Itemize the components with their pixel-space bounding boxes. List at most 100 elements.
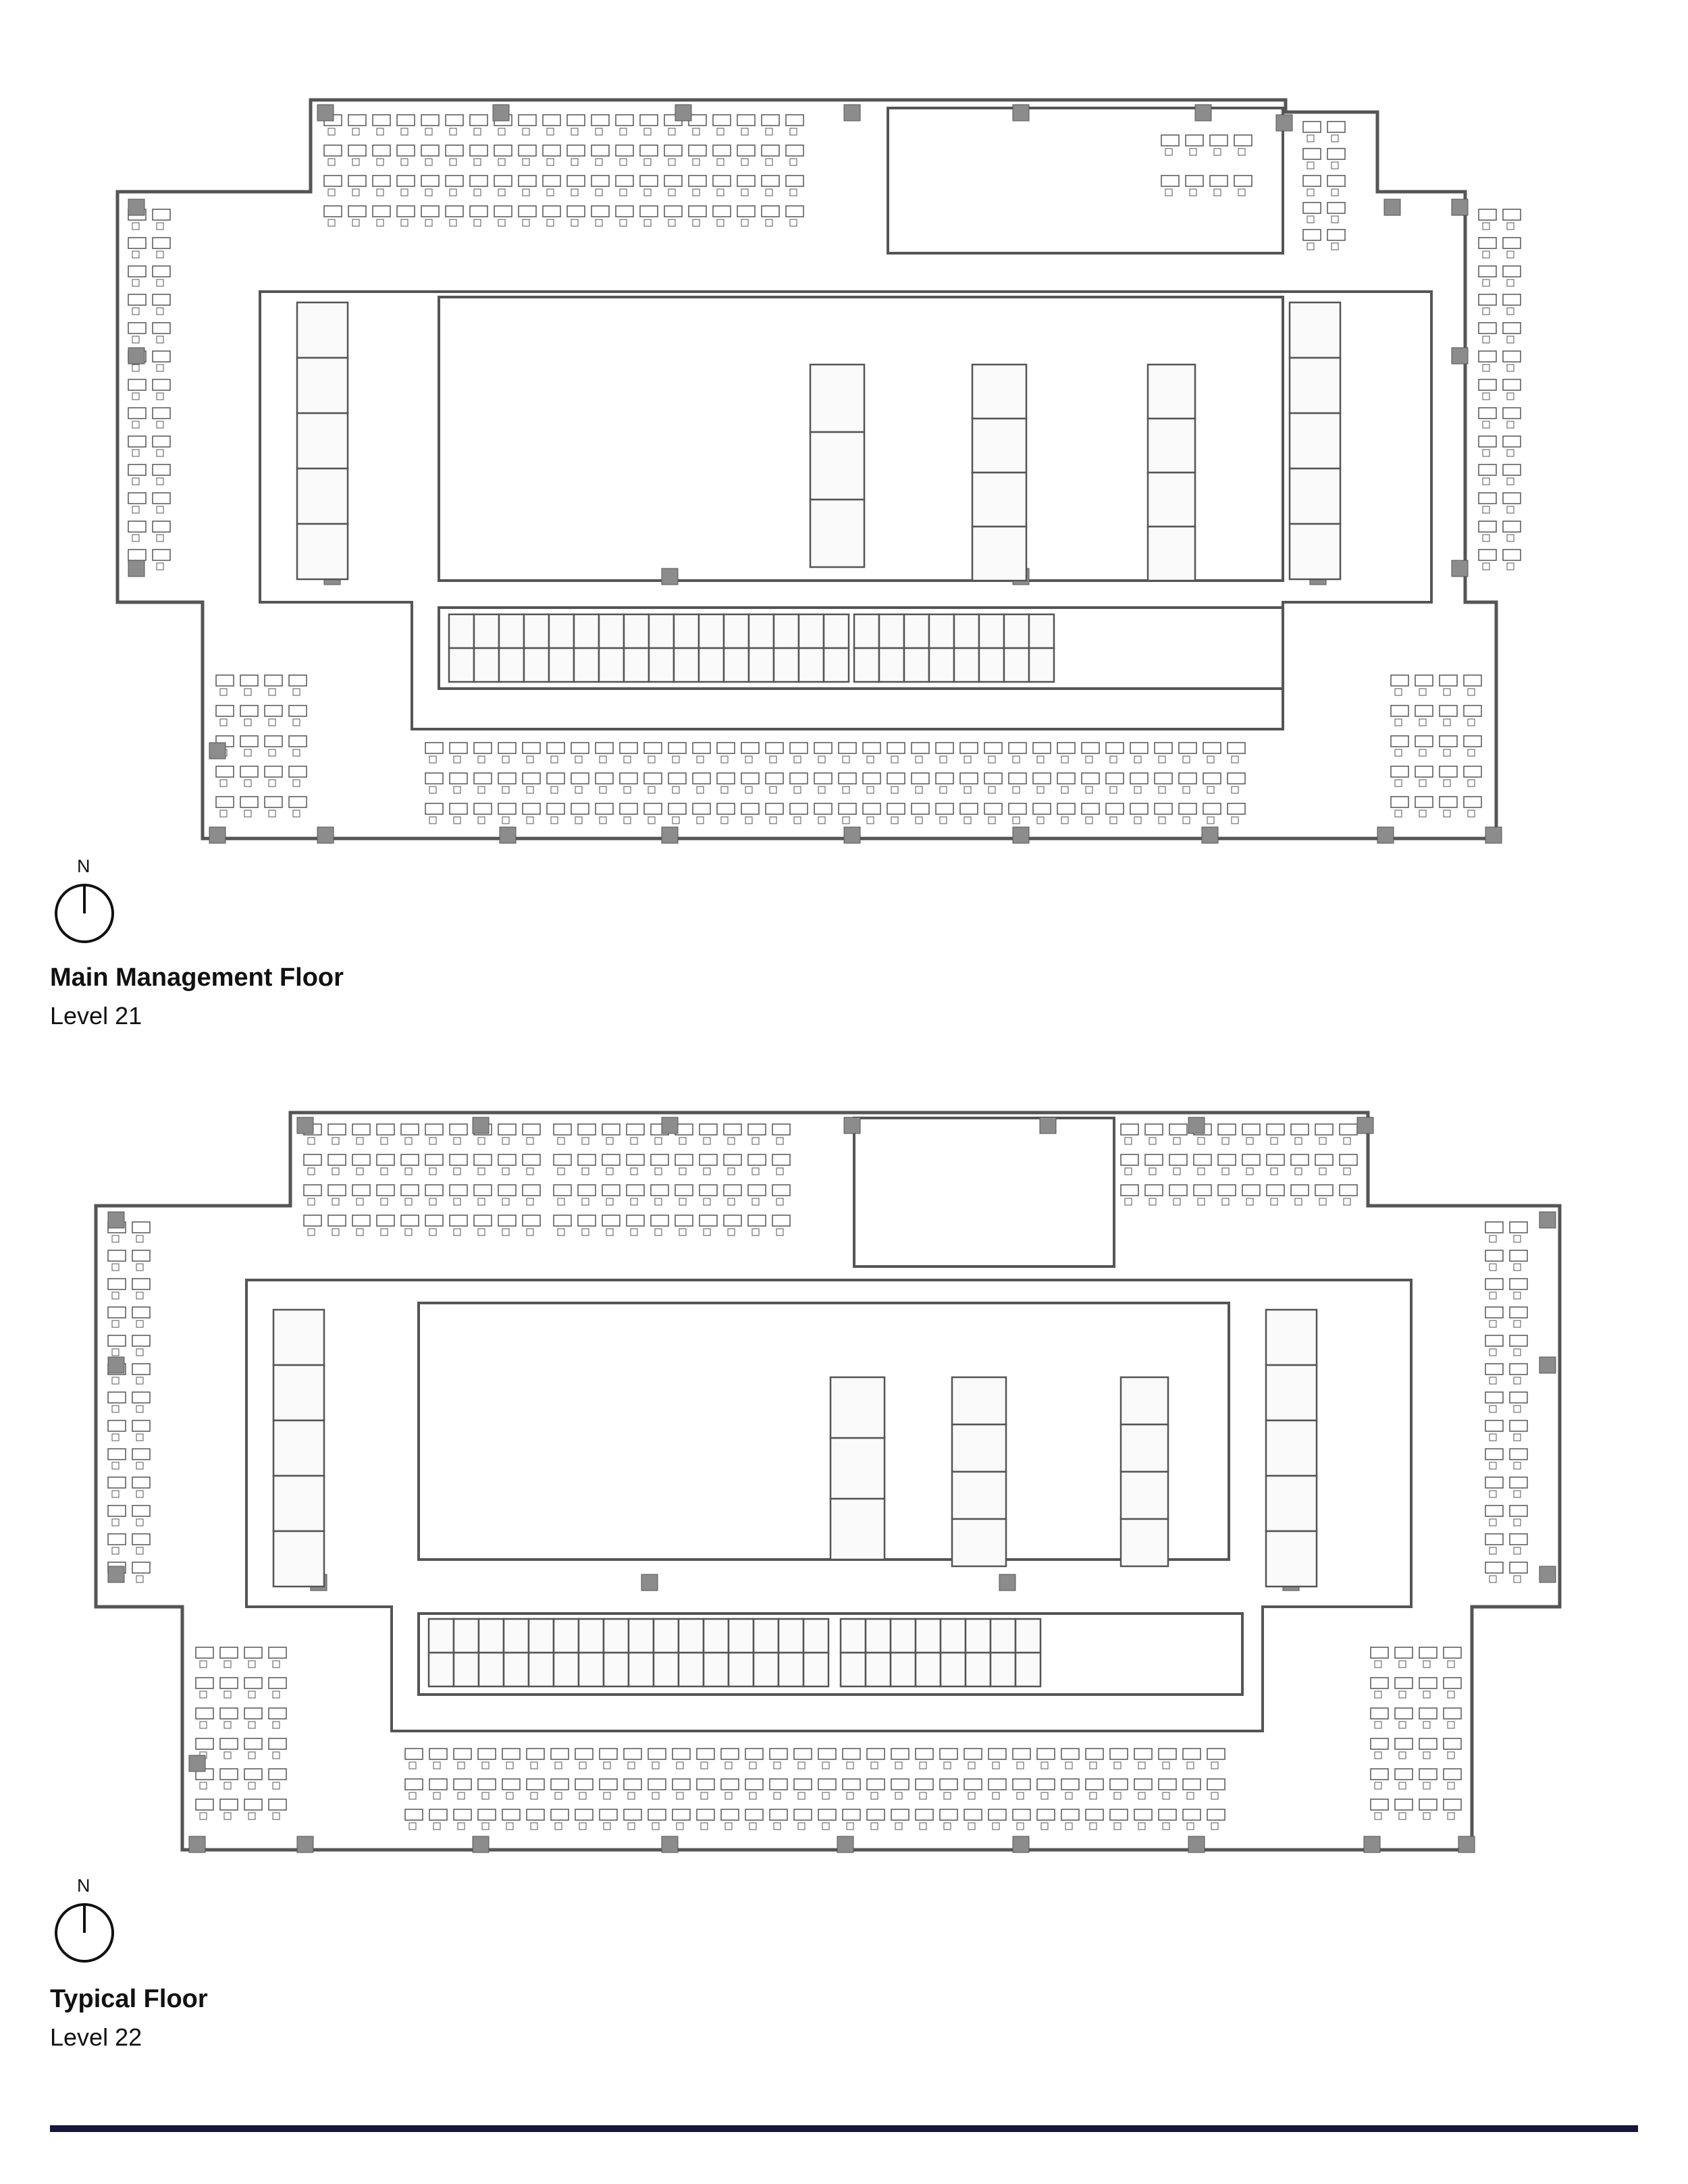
chair	[716, 128, 724, 136]
chair	[599, 816, 607, 824]
chair	[457, 1761, 465, 1769]
chair	[156, 250, 164, 259]
chair	[751, 1137, 760, 1145]
desk	[664, 144, 683, 157]
chair	[992, 1822, 1000, 1830]
desk	[1463, 705, 1482, 717]
chair	[579, 1822, 587, 1830]
chair	[380, 1198, 388, 1206]
desk	[1036, 1809, 1055, 1821]
chair	[866, 755, 874, 764]
chair	[1186, 1792, 1194, 1800]
room-cell	[978, 647, 1005, 683]
plan-title-level-21: Main Management Floor	[50, 963, 344, 992]
structural-column	[296, 1117, 314, 1134]
desk	[723, 1123, 742, 1136]
chair	[1016, 1761, 1024, 1769]
chair	[1089, 1792, 1097, 1800]
desk	[1061, 1809, 1080, 1821]
desk	[838, 742, 857, 754]
chair	[457, 1792, 465, 1800]
chair	[1207, 755, 1215, 764]
desk	[1158, 1809, 1177, 1821]
chair	[307, 1198, 315, 1206]
chair	[1489, 1377, 1497, 1385]
desk	[372, 114, 391, 126]
chair	[1213, 148, 1221, 156]
room-cell	[473, 647, 500, 683]
room-cell	[951, 1376, 1007, 1426]
chair	[199, 1721, 207, 1729]
chair	[700, 1792, 708, 1800]
desk	[128, 464, 147, 476]
chair	[156, 364, 164, 372]
desk	[400, 1184, 419, 1196]
chair	[380, 1137, 388, 1145]
room-cell	[697, 647, 725, 683]
desk	[400, 1154, 419, 1166]
chair	[842, 755, 850, 764]
room-cell	[777, 1651, 805, 1688]
chair	[1294, 1198, 1302, 1206]
desk	[498, 1123, 517, 1136]
chair	[292, 779, 300, 787]
desk	[348, 114, 367, 126]
chair	[219, 779, 228, 787]
desk	[672, 1748, 691, 1760]
desk	[1109, 1809, 1128, 1821]
desk	[1315, 1154, 1334, 1166]
floor-plan-level-21	[0, 0, 1688, 851]
chair	[1134, 816, 1142, 824]
desk	[1032, 772, 1051, 784]
desk	[1242, 1123, 1261, 1136]
room-cell	[839, 1618, 867, 1654]
desk	[1439, 766, 1458, 778]
chair	[1423, 1812, 1431, 1820]
desk	[352, 1154, 371, 1166]
chair	[579, 1792, 587, 1800]
desk	[396, 114, 415, 126]
desk	[1463, 796, 1482, 808]
desk	[626, 1123, 645, 1136]
chair	[498, 188, 506, 196]
desk	[741, 742, 760, 754]
desk	[1502, 407, 1521, 419]
room-cell	[809, 363, 866, 433]
desk	[1032, 803, 1051, 815]
desk	[1478, 492, 1497, 504]
room-cell	[752, 1618, 780, 1654]
chair	[579, 1761, 587, 1769]
chair	[818, 816, 826, 824]
chair	[789, 128, 797, 136]
desk	[303, 1215, 322, 1227]
desk	[745, 1748, 764, 1760]
chair	[1513, 1405, 1521, 1413]
chair	[1489, 1490, 1497, 1498]
desk	[268, 1647, 287, 1659]
chair	[1294, 1167, 1302, 1175]
desk	[785, 114, 804, 126]
desk	[303, 1184, 322, 1196]
chair	[272, 1690, 280, 1699]
chair	[248, 1690, 256, 1699]
desk	[664, 205, 683, 217]
desk	[1154, 742, 1173, 754]
chair	[457, 1822, 465, 1830]
chair	[745, 786, 753, 794]
chair	[692, 219, 700, 227]
desk	[323, 175, 342, 187]
chair	[502, 786, 510, 794]
desk	[1509, 1505, 1528, 1517]
desk	[1178, 803, 1197, 815]
desk	[1485, 1250, 1504, 1262]
chair	[571, 219, 579, 227]
desk	[785, 175, 804, 187]
building-core	[438, 296, 1284, 582]
desk	[793, 1809, 812, 1821]
chair	[1124, 1198, 1132, 1206]
chair	[156, 421, 164, 429]
chair	[1506, 279, 1514, 287]
room-cell	[953, 647, 980, 683]
room-cell	[727, 1618, 755, 1654]
chair	[376, 188, 384, 196]
